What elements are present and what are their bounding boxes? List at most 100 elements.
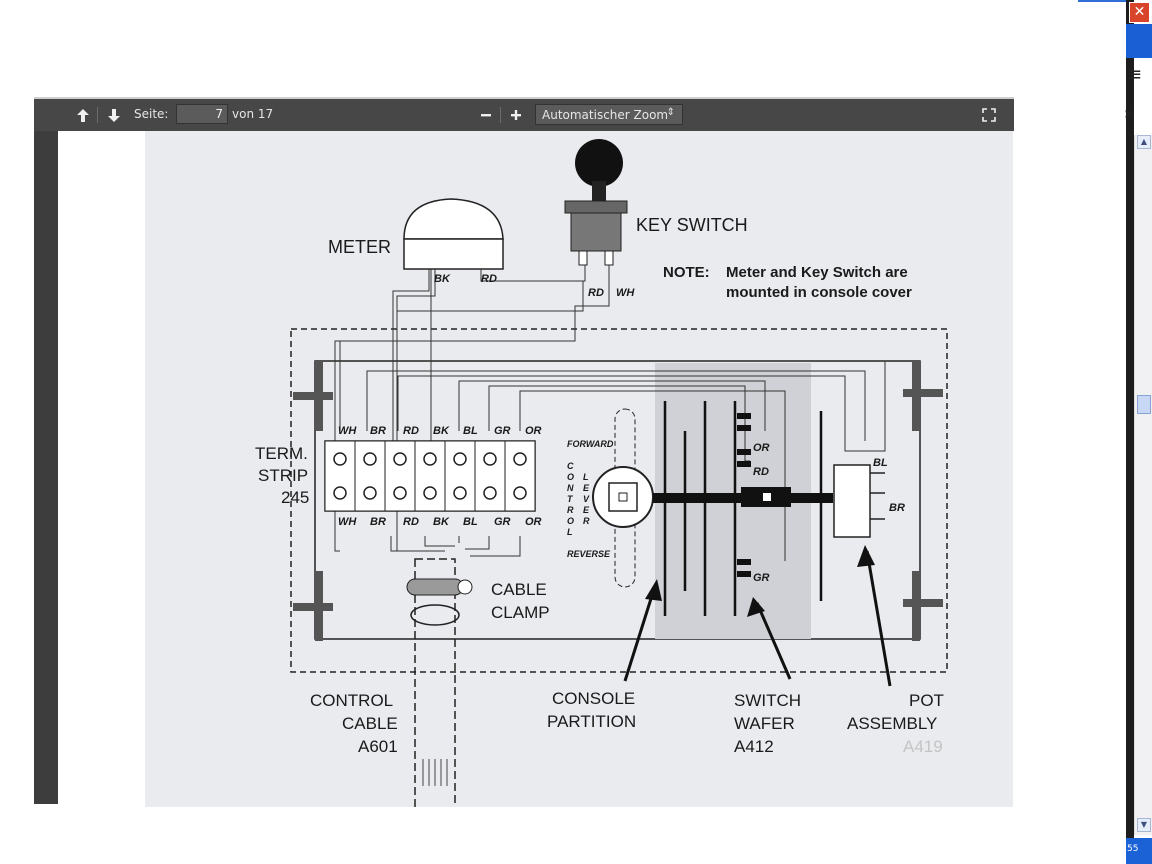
- cable-clamp: [406, 578, 464, 596]
- page-count-label: von 17: [232, 107, 274, 121]
- key-wire-rd: RD: [588, 287, 604, 299]
- term-strip-label-3: 245: [281, 488, 309, 507]
- window-title-accent: [1126, 24, 1152, 58]
- callout-arrows: [623, 550, 892, 687]
- strip-top-gr: GR: [494, 425, 511, 437]
- strip-top-wh: WH: [338, 425, 357, 437]
- arrow-up-icon: [77, 108, 89, 122]
- note-label: NOTE:: [663, 264, 710, 281]
- taskbar-tray: 55: [1126, 838, 1152, 864]
- meter-wire-bk: BK: [434, 273, 451, 285]
- lever-letter: V: [583, 494, 590, 504]
- pot-box: [833, 464, 871, 538]
- meter-label: METER: [328, 237, 391, 257]
- viewer-gutter: [58, 131, 145, 804]
- zoom-value: Automatischer Zoom: [542, 107, 669, 122]
- strip-bottom-gr: GR: [494, 516, 511, 528]
- console-panel: [314, 360, 921, 640]
- strip-top-bl: BL: [463, 425, 478, 437]
- strip-bottom-bk: BK: [433, 516, 450, 528]
- control-letter: L: [567, 527, 573, 537]
- wafer-wire-rd: RD: [753, 466, 769, 478]
- wafer-wire-or: OR: [753, 442, 770, 454]
- wafer-plates: [663, 401, 823, 616]
- scroll-down-button[interactable]: ▼: [1137, 818, 1151, 832]
- close-button[interactable]: ✕: [1129, 2, 1150, 23]
- strip-bottom-wh: WH: [338, 516, 357, 528]
- term-strip-label-2: STRIP: [258, 466, 308, 485]
- control-letter: O: [567, 516, 574, 526]
- lever-letter: R: [583, 516, 590, 526]
- page-number-input[interactable]: 7: [176, 104, 228, 124]
- scrollbar-track[interactable]: [1134, 135, 1152, 835]
- console-partition-label-1: CONSOLE: [552, 689, 635, 708]
- meter-body: [403, 238, 504, 270]
- zoom-out-button[interactable]: [476, 105, 496, 125]
- strip-bottom-bl: BL: [463, 516, 478, 528]
- arrow-down-icon: [108, 108, 120, 122]
- menu-icon[interactable]: ≡: [1127, 64, 1143, 85]
- lever-letter: E: [583, 483, 590, 493]
- strip-bottom-or: OR: [525, 516, 542, 528]
- control-letter: C: [567, 461, 574, 471]
- tray-text: 55: [1127, 844, 1139, 854]
- strip-bottom-rd: RD: [403, 516, 419, 528]
- window-top-accent: [1078, 0, 1126, 2]
- scroll-up-button[interactable]: ▲: [1137, 135, 1151, 149]
- cable-clamp-label-1: CABLE: [491, 580, 547, 599]
- fullscreen-icon: [982, 108, 996, 122]
- strip-bottom-labels: WH BR RD BK BL GR OR: [338, 516, 542, 528]
- terminal-strip: [324, 440, 536, 512]
- switch-wafer-label-2: WAFER: [734, 714, 795, 733]
- control-cable-label-3: A601: [358, 737, 398, 756]
- toolbar-separator: [97, 107, 98, 123]
- control-vertical-label: C O N T R O L: [567, 461, 574, 537]
- strip-top-br: BR: [370, 425, 386, 437]
- note-line-1: Meter and Key Switch are: [726, 264, 908, 281]
- select-arrows-icon: ⇕: [666, 107, 675, 118]
- control-cable-label-2: CABLE: [342, 714, 398, 733]
- previous-page-button[interactable]: [72, 105, 94, 125]
- strip-top-labels: WH BR RD BK BL GR OR: [338, 425, 542, 437]
- wafer-contacts: [737, 413, 751, 577]
- chevron-right-icon[interactable]: »: [1124, 104, 1135, 124]
- forward-label: FORWARD: [567, 439, 614, 449]
- lever-letter: E: [583, 505, 590, 515]
- pot-wire-br: BR: [889, 502, 905, 514]
- key-switch-body: [570, 212, 622, 252]
- zoom-in-button[interactable]: [506, 105, 526, 125]
- meter-dome: [403, 198, 504, 240]
- control-letter: N: [567, 483, 574, 493]
- fullscreen-button[interactable]: [978, 105, 1000, 125]
- pot-assembly-label-3: A419: [903, 737, 943, 756]
- next-page-button[interactable]: [103, 105, 125, 125]
- zoom-select[interactable]: Automatischer Zoom ⇕: [535, 104, 683, 125]
- lever-letter: L: [583, 472, 589, 482]
- mounting-brackets: [293, 361, 943, 641]
- note-line-2: mounted in console cover: [726, 284, 912, 301]
- switch-wafer-label-3: A412: [734, 737, 774, 756]
- key-head-icon: [575, 139, 623, 187]
- toolbar-separator: [500, 107, 501, 123]
- reverse-label: REVERSE: [567, 549, 611, 559]
- viewer-sidebar-edge: [34, 131, 58, 804]
- minus-icon: [481, 114, 491, 117]
- pot-wire-bl: BL: [873, 457, 888, 469]
- wiring-diagram: METER KEY SWITCH NOTE: Meter and Key Swi…: [145, 131, 1013, 807]
- key-switch-label: KEY SWITCH: [636, 215, 748, 235]
- pot-assembly-label-2: ASSEMBLY: [847, 714, 937, 733]
- cable-strands: [422, 759, 448, 786]
- page-label: Seite:: [134, 107, 169, 121]
- control-letter: R: [567, 505, 574, 515]
- key-wire-wh: WH: [616, 287, 635, 299]
- control-letter: O: [567, 472, 574, 482]
- lever-vertical-label: L E V E R: [583, 472, 590, 526]
- pdf-page: METER KEY SWITCH NOTE: Meter and Key Swi…: [145, 131, 1013, 807]
- pot-assembly-label-1: POT: [909, 691, 944, 710]
- meter-wire-rd: RD: [481, 273, 497, 285]
- strip-top-bk: BK: [433, 425, 450, 437]
- scrollbar-thumb[interactable]: [1137, 395, 1151, 414]
- key-switch-bezel: [564, 200, 628, 214]
- window-side-strip: [1126, 0, 1134, 864]
- console-partition-label-2: PARTITION: [547, 712, 636, 731]
